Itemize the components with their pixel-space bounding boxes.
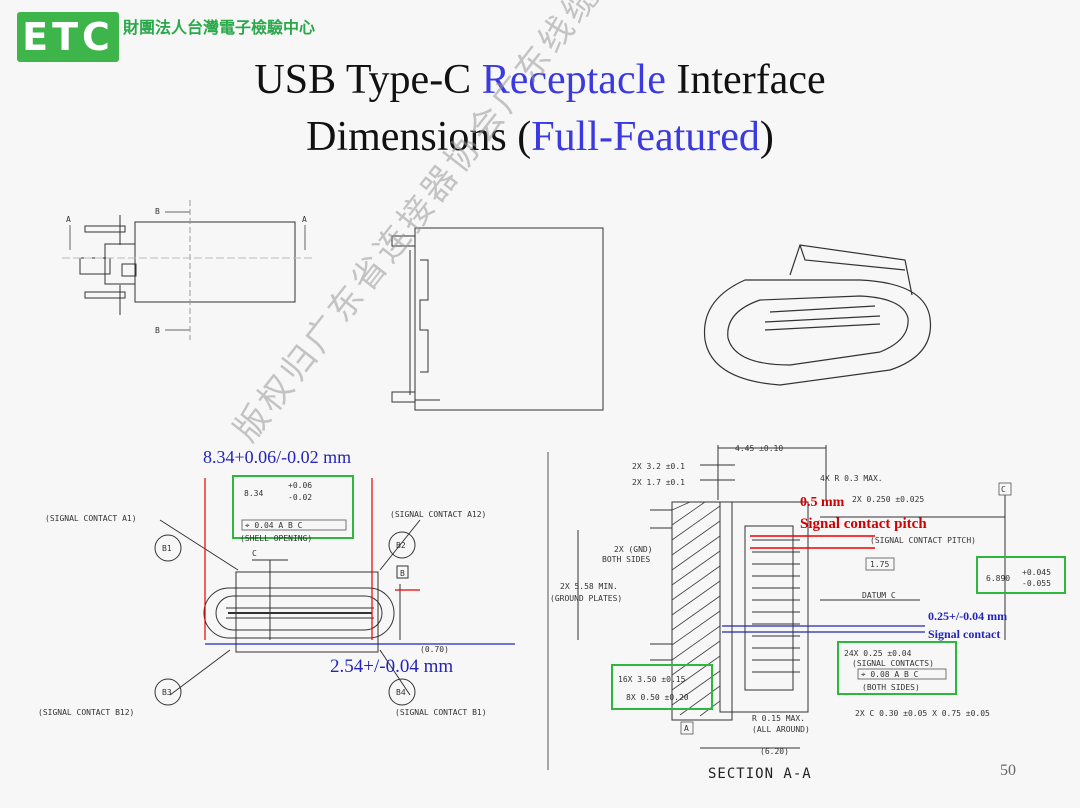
label-signal-contact-pitch: (SIGNAL CONTACT PITCH) [870,536,976,545]
height-tolerance-box [976,556,1066,594]
contact-length-tolerance-box [611,664,713,710]
annotation-opening-width: 8.34+0.06/-0.02 mm [203,447,352,467]
shell-opening-label: (SHELL OPENING) [240,534,312,543]
section-caption: SECTION A-A [708,766,812,782]
fcf-834: ⌖ 0.04 A B C [245,521,303,530]
label-signal-contact-b12: (SIGNAL CONTACT B12) [38,708,134,717]
datum-c-box: C [1001,485,1006,494]
label-datum-c: DATUM C [862,591,896,600]
annotation-pitch-label: Signal contact pitch [800,516,927,532]
label-signal-contact-a12: (SIGNAL CONTACT A12) [390,510,486,519]
label-ground-plates: (GROUND PLATES) [550,594,622,603]
fcf-025: ⌖ 0.08 A B C [861,670,919,679]
bubble-b2: B2 [396,541,406,550]
dim-6890-plus: +0.045 [1022,568,1051,577]
label-both-sides: (BOTH SIDES) [862,683,920,692]
ref-070: (0.70) [420,645,449,654]
label-gnd: 2X (GND) [614,545,653,554]
dim-620: (6.20) [760,747,789,756]
dim-0250: 2X 0.250 ±0.025 [852,495,924,504]
label-signal-contacts: (SIGNAL CONTACTS) [852,659,934,668]
annotation-shell-height: 2.54+/-0.04 mm [330,656,454,677]
dim-6890-minus: -0.055 [1022,579,1051,588]
opening-tolerance-box [232,475,354,539]
organization-name: 財團法人台灣電子檢驗中心 [123,18,316,37]
dim-2xc: 2X C 0.30 ±0.05 X 0.75 ±0.05 [855,709,990,718]
dim-050: 8X 0.50 ±0.20 [626,693,689,702]
dim-445: 4.45 ±0.10 [735,444,783,453]
section-marker-a-left: A [66,215,71,224]
datum-a: A [684,724,689,733]
annotation-pitch-value: 0.5 mm [800,495,845,510]
front-view-drawing [154,519,421,706]
dim-834-plus: +0.06 [288,481,312,490]
dim-r03: 4X R 0.3 MAX. [820,474,883,483]
dim-r015: R 0.15 MAX. [752,714,805,723]
label-signal-contact-b1: (SIGNAL CONTACT B1) [395,708,487,717]
dim-32: 2X 3.2 ±0.1 [632,462,685,471]
slide-title-line-1: USB Type-C Receptacle Interface [254,57,826,103]
datum-b: B [400,569,405,578]
annotation-contact-width-label: Signal contact [928,627,1001,641]
dim-175: 1.75 [870,560,889,569]
section-marker-b-bottom: B [155,326,160,335]
section-marker-b-top: B [155,207,160,216]
section-marker-a-right: A [302,215,307,224]
dim-834-minus: -0.02 [288,493,312,502]
label-all-around: (ALL AROUND) [752,725,810,734]
dim-558: 2X 5.58 MIN. [560,582,618,591]
label-gnd-both-sides: BOTH SIDES [602,555,650,564]
dim-350: 16X 3.50 ±0.15 [618,675,686,684]
side-view-drawing [391,227,604,411]
contact-width-tolerance-box [837,641,957,695]
page-number: 50 [1000,762,1016,779]
section-view-drawing [577,445,1006,749]
slide-title-line-2: Dimensions (Full-Featured) [306,114,774,160]
isometric-view-drawing [703,244,932,386]
datum-c: C [252,549,257,558]
hatched-shell [671,501,721,717]
annotation-contact-width-value: 0.25+/-0.04 mm [928,609,1008,623]
etc-logo: ETC [17,12,119,62]
bubble-b3: B3 [162,688,172,697]
bubble-b4: B4 [396,688,406,697]
dim-17: 2X 1.7 ±0.1 [632,478,685,487]
top-view-drawing [62,200,312,340]
dim-6890: 6.890 [986,574,1010,583]
dim-24x: 24X 0.25 ±0.04 [844,649,912,658]
dim-834: 8.34 [244,489,263,498]
label-signal-contact-a1: (SIGNAL CONTACT A1) [45,514,137,523]
bubble-b1: B1 [162,544,172,553]
